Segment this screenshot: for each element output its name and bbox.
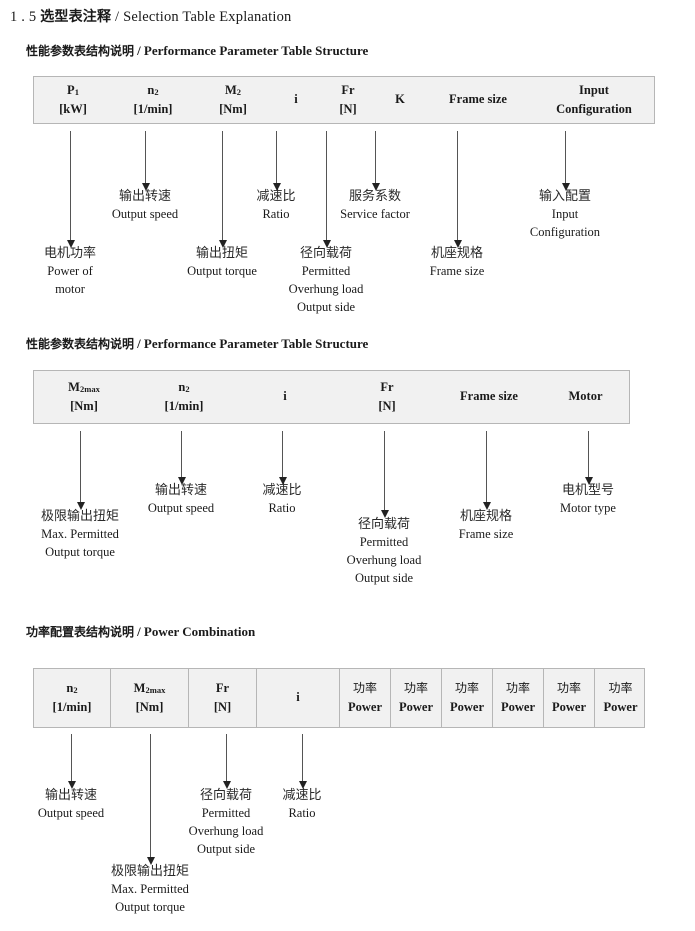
power-combination-table: n2 [1/min] M2max [Nm] Fr [N] i 功率 Power … bbox=[33, 668, 645, 728]
section-2-heading: 性能参数表结构说明 / Performance Parameter Table … bbox=[26, 335, 368, 352]
table1-col-k: K bbox=[395, 92, 405, 107]
annotation-overhung-load: 径向载荷 Permitted Overhung load Output side bbox=[288, 246, 364, 314]
table2-col-motor: Motor bbox=[568, 389, 603, 404]
table1-col-m2: M2 [Nm] bbox=[219, 82, 247, 116]
table3-col-n2: n2 [1/min] bbox=[52, 680, 92, 714]
section-1-heading-sep: / bbox=[137, 43, 141, 58]
table1-col-n2: n2 [1/min] bbox=[133, 82, 173, 116]
arrow-to-power-of-motor bbox=[66, 131, 75, 248]
section-2-heading-sep: / bbox=[137, 336, 141, 351]
annotation-service-factor: 服务系数 Service factor bbox=[340, 189, 410, 222]
arrow-to-output-speed-2 bbox=[177, 431, 186, 485]
table3-col-power-2: 功率 Power bbox=[390, 669, 441, 727]
arrow-to-ratio bbox=[272, 131, 281, 191]
section-3-heading-cn: 功率配置表结构说明 bbox=[26, 625, 135, 639]
annotation-output-speed: 输出转速 Output speed bbox=[111, 189, 179, 222]
arrow-to-ratio-3 bbox=[298, 734, 307, 789]
annotation-max-permitted-output-torque-3: 极限输出扭矩 Max. Permitted Output torque bbox=[110, 864, 190, 915]
table1-col-i: i bbox=[294, 92, 298, 107]
annotation-ratio-2: 减速比 Ratio bbox=[262, 483, 302, 516]
performance-parameter-table-1: P1 [kW] n2 [1/min] M2 [Nm] i Fr [N] K Fr… bbox=[33, 76, 655, 124]
annotation-frame-size-2: 机座规格 Frame size bbox=[458, 509, 514, 542]
table2-col-m2max: M2max [Nm] bbox=[68, 379, 100, 413]
annotation-output-speed-3: 输出转速 Output speed bbox=[37, 788, 105, 821]
section-1-heading: 性能参数表结构说明 / Performance Parameter Table … bbox=[26, 42, 368, 59]
table2-col-i: i bbox=[283, 389, 287, 404]
table3-col-power-4: 功率 Power bbox=[492, 669, 543, 727]
annotation-motor-type: 电机型号 Motor type bbox=[560, 483, 616, 516]
arrow-to-output-speed-3 bbox=[67, 734, 76, 789]
section-2-heading-en: Performance Parameter Table Structure bbox=[143, 336, 369, 351]
arrow-to-overhung-load-2 bbox=[380, 431, 389, 518]
arrow-to-motor-type bbox=[584, 431, 593, 485]
page-title-cn: 选型表注释 bbox=[40, 9, 112, 25]
table1-col-input-configuration: Input Configuration bbox=[556, 82, 632, 116]
annotation-ratio-3: 减速比 Ratio bbox=[282, 788, 322, 821]
arrow-to-frame-size-2 bbox=[482, 431, 491, 510]
annotation-output-torque: 输出扭矩 Output torque bbox=[187, 246, 257, 279]
table2-col-n2: n2 [1/min] bbox=[164, 379, 204, 413]
section-3-heading: 功率配置表结构说明 / Power Combination bbox=[26, 623, 255, 640]
performance-parameter-table-2: M2max [Nm] n2 [1/min] i Fr [N] Frame siz… bbox=[33, 370, 630, 424]
annotation-frame-size: 机座规格 Frame size bbox=[429, 246, 485, 279]
arrow-to-output-torque bbox=[218, 131, 227, 248]
annotation-ratio: 减速比 Ratio bbox=[256, 189, 296, 222]
table3-col-i: i bbox=[256, 669, 339, 727]
arrow-to-ratio-2 bbox=[278, 431, 287, 485]
table3-col-power-5: 功率 Power bbox=[543, 669, 594, 727]
table3-col-power-1: 功率 Power bbox=[339, 669, 390, 727]
annotation-input-configuration: 输入配置 Input Configuration bbox=[529, 189, 601, 240]
annotation-overhung-load-2: 径向载荷 Permitted Overhung load Output side bbox=[346, 517, 422, 585]
page-title-en: Selection Table Explanation bbox=[123, 9, 292, 25]
section-3-heading-sep: / bbox=[137, 624, 141, 639]
arrow-to-max-permitted-output-torque-3 bbox=[146, 734, 155, 865]
annotation-overhung-load-3: 径向载荷 Permitted Overhung load Output side bbox=[188, 788, 264, 856]
annotation-output-speed-2: 输出转速 Output speed bbox=[147, 483, 215, 516]
arrow-to-max-permitted-output-torque bbox=[76, 431, 85, 510]
table3-col-fr: Fr [N] bbox=[188, 669, 256, 727]
arrow-to-overhung-load bbox=[322, 131, 331, 248]
table2-col-fr: Fr [N] bbox=[378, 379, 396, 413]
arrow-to-overhung-load-3 bbox=[222, 734, 231, 789]
arrow-to-service-factor bbox=[371, 131, 380, 191]
table1-col-p1: P1 [kW] bbox=[59, 82, 87, 116]
table1-col-frame-size: Frame size bbox=[449, 92, 507, 107]
table3-col-power-6: 功率 Power bbox=[594, 669, 646, 727]
page-title: 1 . 5 选型表注释 / Selection Table Explanatio… bbox=[10, 6, 292, 26]
arrow-to-output-speed bbox=[141, 131, 150, 191]
section-3-heading-en: Power Combination bbox=[143, 624, 256, 639]
table2-col-frame-size: Frame size bbox=[460, 389, 518, 404]
arrow-to-frame-size bbox=[453, 131, 462, 248]
arrow-to-input-configuration bbox=[561, 131, 570, 191]
section-number: 1 . 5 bbox=[10, 9, 37, 25]
section-1-heading-en: Performance Parameter Table Structure bbox=[143, 43, 369, 58]
table3-col-m2max: M2max [Nm] bbox=[110, 669, 188, 727]
section-1-heading-cn: 性能参数表结构说明 bbox=[26, 44, 135, 58]
section-2-heading-cn: 性能参数表结构说明 bbox=[26, 337, 135, 351]
annotation-power-of-motor: 电机功率 Power of motor bbox=[43, 246, 97, 297]
title-separator: / bbox=[115, 9, 120, 25]
table1-col-fr: Fr [N] bbox=[339, 82, 357, 116]
annotation-max-permitted-output-torque: 极限输出扭矩 Max. Permitted Output torque bbox=[40, 509, 120, 560]
table3-col-power-3: 功率 Power bbox=[441, 669, 492, 727]
